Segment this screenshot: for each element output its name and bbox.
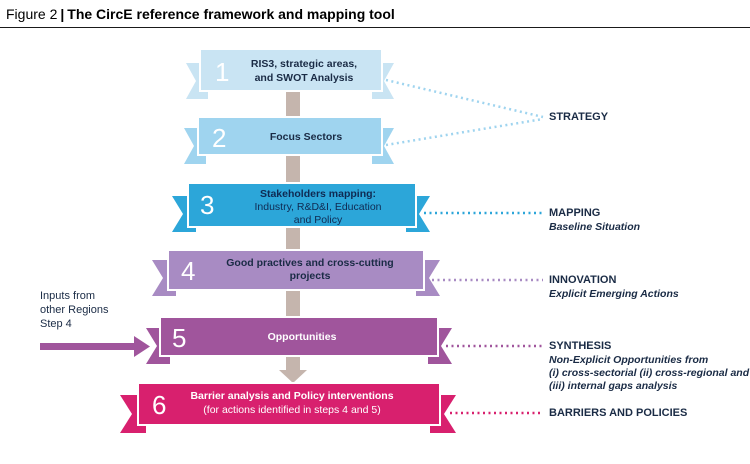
step-3-label-line-1: Stakeholders mapping:: [260, 188, 376, 200]
process-spine: [286, 90, 300, 372]
spine-arrowhead: [279, 370, 307, 383]
inputs-label-line-2: other Regions: [40, 304, 109, 316]
outcome-barriers-label: BARRIERS AND POLICIES: [549, 407, 688, 419]
step-3-box: [187, 182, 417, 228]
step-6-number: 6: [152, 390, 166, 420]
outcome-innovation-label: INNOVATION: [549, 274, 617, 286]
title-separator: |: [60, 6, 65, 22]
outcome-synthesis-sub-line-1: Non-Explicit Opportunities from: [549, 354, 709, 366]
step-4-box: [167, 249, 425, 291]
step-4-label-line-2: projects: [290, 270, 331, 282]
figure-title: Figure 2|The CircE reference framework a…: [6, 6, 395, 22]
step-3-number: 3: [200, 190, 214, 220]
step-4-banner: 4 Good practives and cross-cutting proje…: [152, 249, 440, 296]
outcome-synthesis-sub-line-2: (i) cross-sectorial (ii) cross-regional …: [549, 367, 750, 379]
step-5-banner: 5 Opportunities: [146, 316, 452, 364]
step-1-banner: 1 RIS3, strategic areas, and SWOT Analys…: [186, 48, 394, 99]
step-6-banner: 6 Barrier analysis and Policy interventi…: [120, 382, 456, 433]
inputs-label-line-3: Step 4: [40, 318, 72, 330]
step-5-label-line-1: Opportunities: [268, 331, 337, 343]
step-1-label-line-1: RIS3, strategic areas,: [251, 58, 357, 70]
inputs-label-line-1: Inputs from: [40, 290, 96, 302]
step-6-label-line-2: (for actions identified in steps 4 and 5…: [203, 404, 380, 416]
step-3-banner: 3 Stakeholders mapping: Industry, R&D&I,…: [172, 182, 430, 232]
connector-step2-strategy: [385, 117, 544, 147]
outcome-strategy-label: STRATEGY: [549, 111, 609, 123]
inputs-arrow-shaft: [40, 343, 136, 350]
step-3-label-line-2: Industry, R&D&I, Education: [254, 201, 381, 213]
figure-title-text: The CircE reference framework and mappin…: [67, 6, 395, 22]
step-1-number: 1: [215, 57, 229, 87]
step-2-banner: 2 Focus Sectors: [184, 116, 394, 164]
step-6-box: [137, 382, 441, 426]
step-4-number: 4: [181, 256, 195, 286]
step-1-box: [199, 48, 383, 92]
step-2-box: [197, 116, 383, 156]
step-5-number: 5: [172, 323, 186, 353]
outcome-mapping-label: MAPPING: [549, 207, 601, 219]
title-rule: [0, 27, 750, 28]
outcome-innovation-sub: Explicit Emerging Actions: [549, 288, 679, 300]
connector-step1-strategy: [385, 78, 544, 119]
step-1-label-line-2: and SWOT Analysis: [255, 72, 354, 84]
inputs-arrowhead: [134, 336, 150, 357]
outcome-mapping-sub: Baseline Situation: [549, 221, 641, 233]
figure-number: Figure 2: [6, 6, 58, 22]
step-4-label-line-1: Good practives and cross-cutting: [226, 257, 393, 269]
step-6-label-line-1: Barrier analysis and Policy intervention…: [190, 390, 393, 402]
outcome-synthesis-sub-line-3: (iii) internal gaps analysis: [549, 380, 678, 392]
step-5-box: [159, 316, 439, 357]
step-3-label-line-3: and Policy: [294, 214, 343, 226]
step-2-label-line-1: Focus Sectors: [270, 131, 343, 143]
step-2-number: 2: [212, 123, 226, 153]
outcome-synthesis-label: SYNTHESIS: [549, 340, 612, 352]
